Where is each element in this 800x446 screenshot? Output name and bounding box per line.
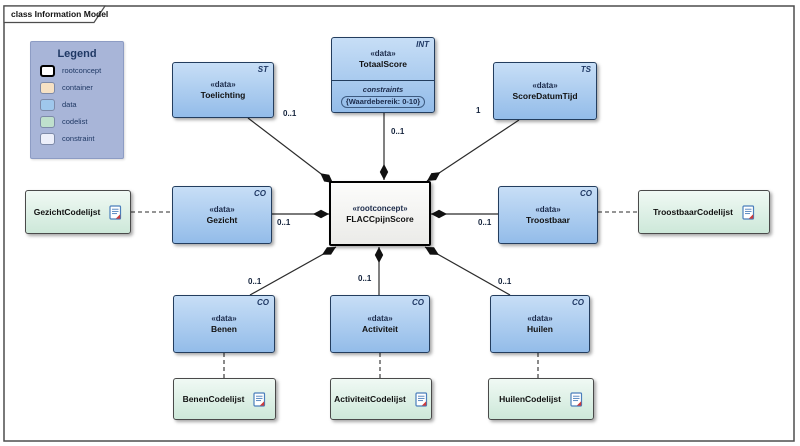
- container-swatch: [40, 81, 55, 94]
- constraints-heading: constraints: [362, 85, 404, 94]
- node-gezicht-codelijst[interactable]: GezichtCodelijst: [25, 190, 131, 234]
- type-tag: TS: [580, 65, 591, 74]
- node-scoredatumtijd[interactable]: TS «data» ScoreDatumTijd: [493, 62, 597, 120]
- legend-label: container: [62, 83, 93, 92]
- constraints-compartment: constraints {Waardebereik: 0-10}: [332, 80, 434, 112]
- node-flaccpijnscore[interactable]: «rootconcept» FLACCpijnScore: [329, 181, 431, 246]
- legend-item-constraint: constraint: [40, 132, 123, 145]
- node-huilen[interactable]: CO «data» Huilen: [490, 295, 590, 353]
- legend-label: data: [62, 100, 77, 109]
- node-huilen-codelijst[interactable]: HuilenCodelijst: [488, 378, 594, 420]
- legend: Legend rootconcept container data codeli…: [30, 41, 124, 159]
- node-name: BenenCodelijst: [182, 393, 245, 404]
- document-icon: [253, 391, 266, 407]
- legend-item-codelist: codelist: [40, 115, 123, 128]
- node-name: Benen: [211, 324, 237, 334]
- document-icon: [742, 204, 755, 220]
- node-name: Troostbaar: [526, 215, 570, 225]
- type-tag: CO: [257, 298, 269, 307]
- composition-connectors: [247, 113, 520, 296]
- document-icon: [109, 204, 122, 220]
- type-tag: ST: [257, 65, 268, 74]
- stereotype: «data»: [367, 314, 393, 323]
- multiplicity-label: 0..1: [391, 127, 405, 136]
- stereotype: «data»: [370, 49, 396, 58]
- node-activiteit-codelijst[interactable]: ActiviteitCodelijst: [330, 378, 432, 420]
- node-name: TotaalScore: [358, 59, 408, 69]
- stereotype: «rootconcept»: [352, 203, 408, 213]
- document-icon: [570, 391, 583, 407]
- multiplicity-label: 0..1: [248, 277, 262, 286]
- node-name: Huilen: [527, 324, 553, 334]
- node-totaalscore[interactable]: INT «data» TotaalScore constraints {Waar…: [331, 37, 435, 113]
- node-name: ActiviteitCodelijst: [334, 393, 406, 404]
- diagram-title: class Information Model: [11, 9, 109, 19]
- node-name: Activiteit: [362, 324, 398, 334]
- legend-label: codelist: [62, 117, 88, 126]
- node-header: «data» TotaalScore: [359, 38, 407, 80]
- node-name: HuilenCodelijst: [499, 393, 561, 404]
- stereotype: «data»: [211, 314, 237, 323]
- rootconcept-swatch: [40, 64, 55, 77]
- legend-label: rootconcept: [62, 66, 102, 75]
- legend-label: constraint: [62, 134, 95, 143]
- multiplicity-label: 0..1: [277, 218, 291, 227]
- legend-title: Legend: [57, 48, 97, 60]
- stereotype: «data»: [527, 314, 553, 323]
- node-name: ScoreDatumTijd: [512, 91, 578, 101]
- stereotype: «data»: [209, 205, 235, 214]
- constraint-swatch: [40, 132, 55, 145]
- stereotype: «data»: [535, 205, 561, 214]
- node-name: Toelichting: [200, 90, 246, 100]
- node-toelichting[interactable]: ST «data» Toelichting: [172, 62, 274, 118]
- legend-item-rootconcept: rootconcept: [40, 64, 123, 77]
- node-troostbaar[interactable]: CO «data» Troostbaar: [498, 186, 598, 244]
- stereotype: «data»: [532, 81, 558, 90]
- type-tag: CO: [412, 298, 424, 307]
- node-gezicht[interactable]: CO «data» Gezicht: [172, 186, 272, 244]
- multiplicity-label: 0..1: [498, 277, 512, 286]
- document-icon: [415, 391, 427, 407]
- multiplicity-label: 0..1: [283, 109, 297, 118]
- node-benen[interactable]: CO «data» Benen: [173, 295, 275, 353]
- node-troostbaar-codelijst[interactable]: TroostbaarCodelijst: [638, 190, 770, 234]
- multiplicity-label: 0..1: [478, 218, 492, 227]
- node-name: Gezicht: [206, 215, 238, 225]
- legend-item-data: data: [40, 98, 123, 111]
- node-benen-codelijst[interactable]: BenenCodelijst: [173, 378, 276, 420]
- data-swatch: [40, 98, 55, 111]
- constraint-value: {Waardebereik: 0-10}: [340, 96, 426, 108]
- legend-item-container: container: [40, 81, 123, 94]
- stereotype: «data»: [210, 80, 236, 89]
- frame-title-tab: [3, 5, 107, 24]
- type-tag: CO: [254, 189, 266, 198]
- multiplicity-label: 1: [476, 106, 481, 115]
- multiplicity-label: 0..1: [358, 274, 372, 283]
- type-tag: CO: [572, 298, 584, 307]
- codelist-swatch: [40, 115, 55, 128]
- node-name: FLACCpijnScore: [346, 213, 414, 224]
- node-activiteit[interactable]: CO «data» Activiteit: [330, 295, 430, 353]
- node-name: TroostbaarCodelijst: [653, 206, 733, 217]
- type-tag: INT: [416, 40, 429, 49]
- node-name: GezichtCodelijst: [33, 206, 101, 217]
- type-tag: CO: [580, 189, 592, 198]
